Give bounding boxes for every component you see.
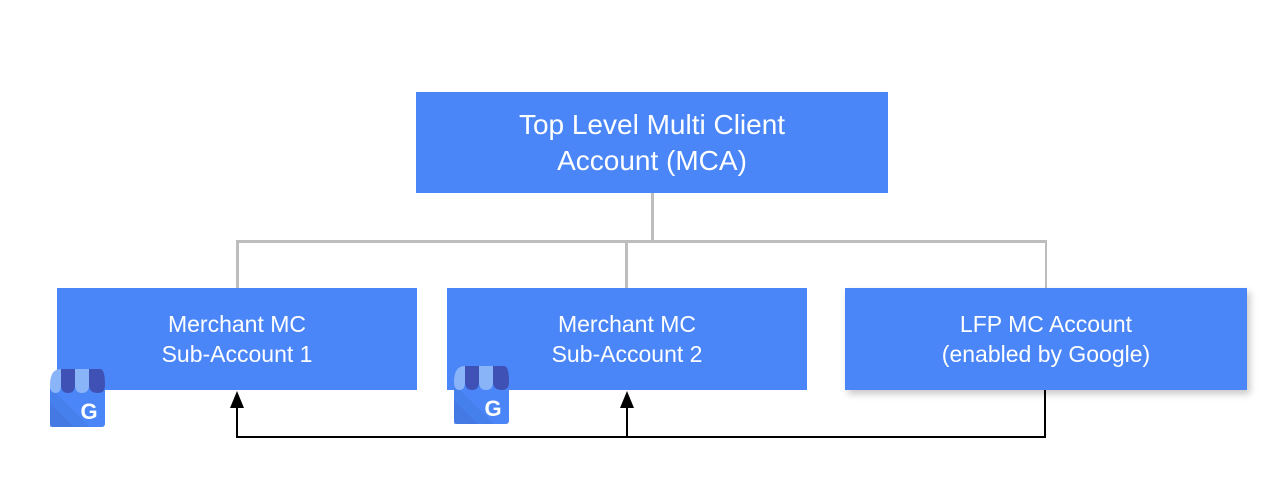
node-merchant-sub-account-2-line1: Merchant MC: [557, 311, 697, 337]
connector-drop-sub1: [236, 240, 239, 289]
node-merchant-sub-account-1-line2: Sub-Account 1: [161, 341, 313, 367]
connector-horizontal-bar: [236, 240, 1047, 243]
node-lfp-mc-account-line1: LFP MC Account: [959, 311, 1133, 337]
node-lfp-mc-account[interactable]: LFP MC Account (enabled by Google): [845, 288, 1247, 390]
feed-arrow-line-sub2: [625, 402, 628, 436]
node-top-level-mca-line2: Account (MCA): [557, 144, 747, 176]
node-merchant-sub-account-2-text: Merchant MC Sub-Account 2: [447, 309, 807, 369]
feed-arrow-horizontal: [236, 435, 1046, 438]
feed-arrowhead-sub1-icon: [229, 391, 244, 408]
node-merchant-sub-account-1-line1: Merchant MC: [167, 311, 307, 337]
feed-arrow-riser-lfp: [1043, 390, 1046, 436]
feed-arrowhead-sub2-icon: [619, 391, 634, 408]
google-business-profile-icon: G: [454, 366, 509, 424]
node-lfp-mc-account-line2: (enabled by Google): [941, 341, 1151, 367]
gbp-letter-g: G: [80, 399, 97, 424]
feed-arrow-line-sub1: [235, 402, 238, 436]
node-merchant-sub-account-2-line2: Sub-Account 2: [551, 341, 703, 367]
connector-drop-lfp: [1044, 240, 1047, 289]
node-lfp-mc-account-text: LFP MC Account (enabled by Google): [845, 309, 1247, 369]
google-business-profile-icon: G: [50, 369, 105, 427]
node-merchant-sub-account-2[interactable]: Merchant MC Sub-Account 2: [447, 288, 807, 390]
connector-drop-sub2: [625, 240, 628, 289]
connector-mca-stem: [651, 193, 654, 242]
node-merchant-sub-account-1[interactable]: Merchant MC Sub-Account 1: [57, 288, 417, 390]
node-merchant-sub-account-1-text: Merchant MC Sub-Account 1: [57, 309, 417, 369]
gbp-letter-g: G: [484, 396, 501, 421]
node-top-level-mca-line1: Top Level Multi Client: [518, 108, 786, 140]
